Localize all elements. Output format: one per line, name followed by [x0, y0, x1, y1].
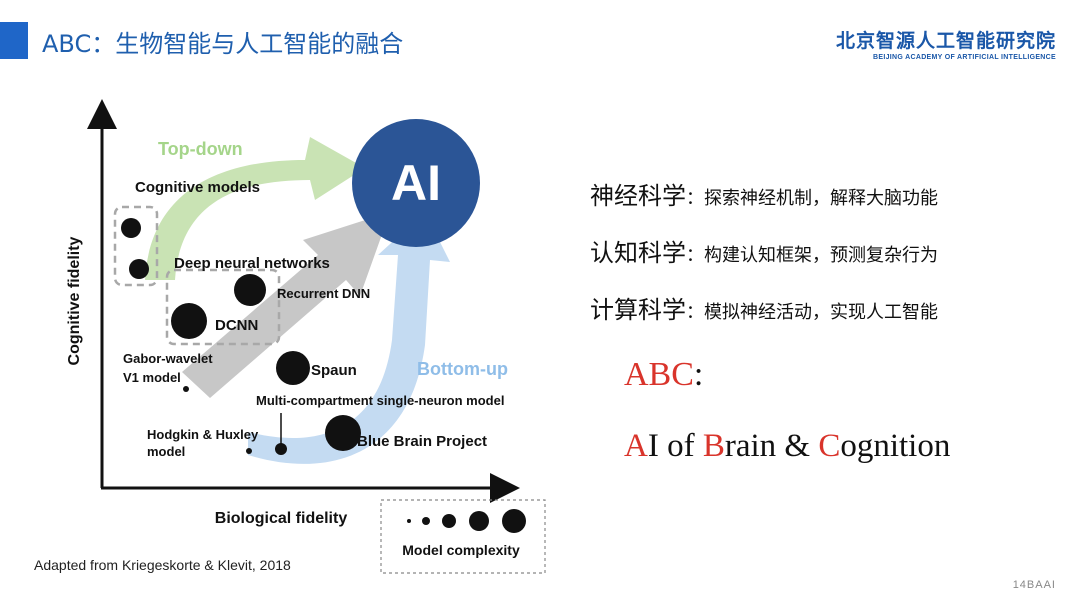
middle-arrow [182, 212, 390, 398]
legend-label: Model complexity [402, 542, 520, 558]
definition-cognitive-science: 认知科学：构建认知框架，预测复杂行为 [590, 233, 938, 290]
top-down-label: Top-down [158, 139, 243, 159]
recurrent-dnn-dot [234, 274, 266, 306]
hodgkin-dot [246, 448, 252, 454]
recurrent-dnn-label: Recurrent DNN [277, 286, 370, 301]
abc-text: ognition [840, 428, 951, 464]
blue-brain-dot [325, 415, 361, 451]
title-accent-bar [0, 22, 28, 59]
abc-text: rain & [724, 428, 819, 464]
definition-term: 神经科学 [590, 182, 686, 210]
legend-size-dot [469, 511, 489, 531]
logo-chinese-name: 北京智源人工智能研究院 [835, 30, 1056, 52]
definition-computational-science: 计算科学：模拟神经活动，实现人工智能 [590, 290, 938, 347]
abc-expansion: AI of Brain & Cognition [624, 428, 950, 465]
multi-compartment-label: Multi-compartment single-neuron model [256, 393, 504, 408]
definition-desc: ：构建认知框架，预测复杂行为 [686, 245, 938, 266]
baai-logo: 北京智源人工智能研究院 BEIJING ACADEMY OF ARTIFICIA… [836, 26, 1056, 61]
abc-letter-b: B [702, 428, 725, 464]
abc-colon: : [693, 356, 704, 393]
bottom-up-arrow [248, 212, 450, 464]
dcnn-dot [171, 303, 207, 339]
page-number: 14BAAI [1012, 579, 1056, 591]
abc-text: I of [647, 428, 703, 464]
legend-box [380, 499, 546, 574]
multi-compartment-dot [275, 443, 287, 455]
source-citation: Adapted from Kriegeskorte & Klevit, 2018 [34, 557, 291, 573]
abc-letter-c: C [818, 428, 841, 464]
legend-size-dot [502, 509, 526, 533]
dcnn-label: DCNN [215, 317, 258, 334]
blue-brain-label: Blue Brain Project [357, 433, 487, 450]
bottom-up-label: Bottom-up [417, 359, 508, 379]
model-complexity-legend: Model complexity [380, 499, 546, 574]
abc-letters: ABC [624, 356, 694, 393]
gabor-dot [183, 386, 189, 392]
definitions-list: 神经科学：探索神经机制，解释大脑功能 认知科学：构建认知框架，预测复杂行为 计算… [590, 176, 938, 347]
abc-heading: ABC: [624, 356, 703, 394]
deep-networks-label: Deep neural networks [174, 255, 330, 272]
abc-letter-a: A [624, 428, 648, 464]
cognitive-model-dot [129, 259, 149, 279]
ai-label: AI [391, 155, 441, 211]
definition-term: 计算科学 [590, 296, 686, 324]
x-axis-label: Biological fidelity [215, 510, 348, 527]
definition-neuroscience: 神经科学：探索神经机制，解释大脑功能 [590, 176, 938, 233]
legend-size-dot [407, 519, 411, 523]
logo-english-name: BEIJING ACADEMY OF ARTIFICIAL INTELLIGEN… [873, 54, 1056, 61]
deep-networks-box [165, 268, 281, 346]
definition-desc: ：探索神经机制，解释大脑功能 [686, 188, 938, 209]
spaun-label: Spaun [311, 362, 357, 379]
cognitive-models-label: Cognitive models [135, 179, 260, 196]
spaun-dot [276, 351, 310, 385]
cognitive-model-dot [121, 218, 141, 238]
legend-size-dot [442, 514, 456, 528]
legend-size-dot [422, 517, 430, 525]
definition-term: 认知科学 [590, 239, 686, 267]
gabor-label-line1: Gabor-wavelet [123, 351, 213, 366]
page-title: ABC：生物智能与人工智能的融合 [42, 30, 404, 58]
cognitive-models-box [113, 205, 159, 287]
ai-circle [352, 119, 480, 247]
definition-desc: ：模拟神经活动，实现人工智能 [686, 302, 938, 323]
hodgkin-label-line2: model [147, 444, 185, 459]
y-axis-label: Cognitive fidelity [66, 236, 83, 365]
hodgkin-label-line1: Hodgkin & Huxley [147, 427, 259, 442]
gabor-label-line2: V1 model [123, 370, 181, 385]
top-down-arrow [145, 137, 365, 280]
